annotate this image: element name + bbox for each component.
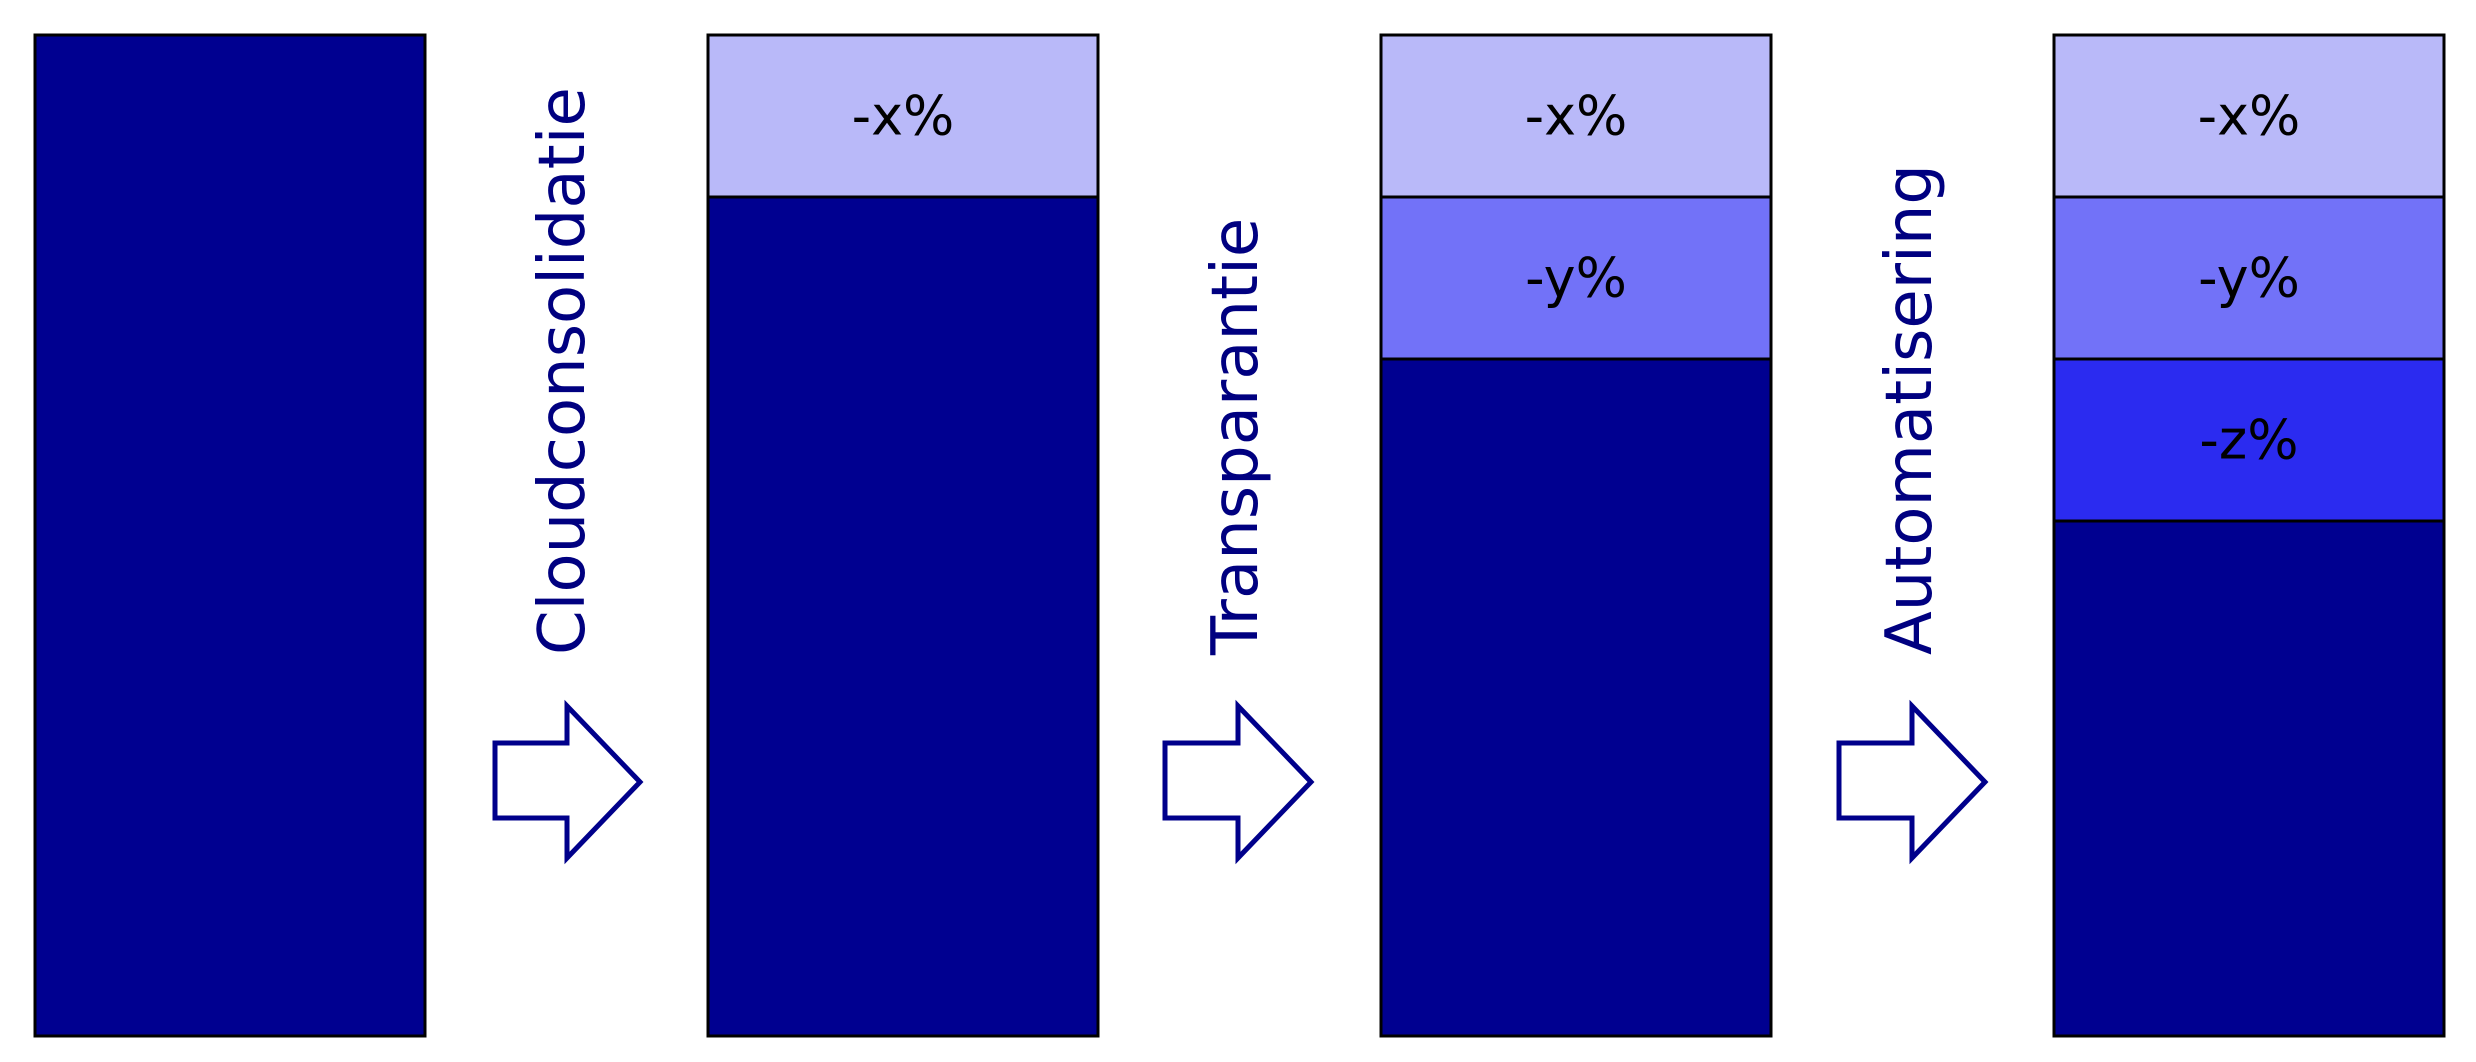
column-2-reduction-x-segment — [706, 33, 1100, 199]
step-3-arrow-icon — [1836, 699, 1989, 865]
column-3-after-transparantie: -x% -y% — [1379, 33, 1773, 1038]
column-3-reduction-y-segment — [1379, 195, 1773, 361]
step-1-arrow-icon — [492, 699, 644, 865]
column-4-reduction-z-label: -z% — [2199, 409, 2298, 472]
column-2-base-block — [706, 33, 1100, 1038]
step-3-automatisering: Automatisering — [1836, 164, 1989, 865]
step-2-label: Transparantie — [1199, 218, 1273, 656]
step-1-label: Cloudconsolidatie — [526, 87, 600, 655]
column-4-reduction-x-label: -x% — [2198, 85, 2301, 148]
column-4-after-automatisering: -x% -y% -z% — [2052, 33, 2446, 1038]
step-2-arrow-icon — [1162, 699, 1315, 865]
column-4-reduction-y-segment — [2052, 195, 2446, 361]
column-2-after-cloudconsolidatie: -x% — [706, 33, 1100, 1038]
step-2-transparantie: Transparantie — [1162, 218, 1315, 865]
column-3-reduction-x-label: -x% — [1525, 85, 1628, 148]
column-1-base-block — [33, 33, 427, 1038]
column-4-reduction-z-segment — [2052, 357, 2446, 523]
step-1-cloudconsolidatie: Cloudconsolidatie — [492, 87, 644, 865]
column-4-reduction-y-label: -y% — [2198, 247, 2300, 310]
column-2-reduction-x-label: -x% — [852, 85, 955, 148]
step-3-label: Automatisering — [1873, 164, 1947, 655]
column-3-reduction-y-label: -y% — [1525, 247, 1627, 310]
column-1-before — [33, 33, 427, 1038]
column-3-reduction-x-segment — [1379, 33, 1773, 199]
